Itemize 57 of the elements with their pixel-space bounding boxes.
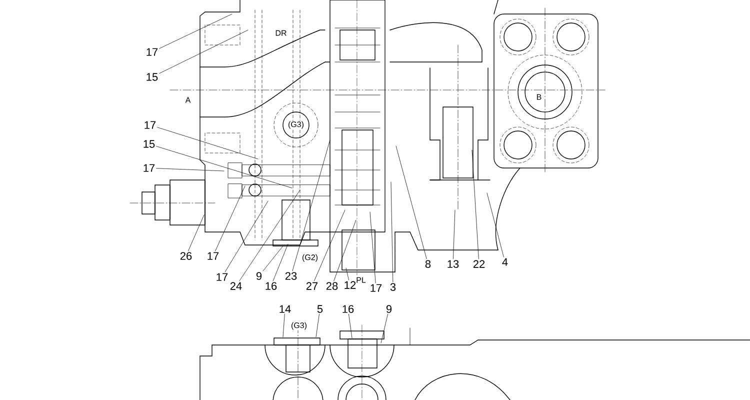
port-label: PL	[356, 276, 366, 284]
callout-number: 9	[386, 305, 392, 313]
callout-number: 4	[502, 258, 508, 266]
callout-number: 3	[390, 283, 396, 291]
callout-number: 24	[230, 282, 242, 290]
callout-number: 17	[146, 48, 158, 56]
leader-line	[314, 210, 346, 282]
callout-number: 17	[370, 284, 382, 292]
port-label: DR	[274, 30, 288, 36]
callout-number: 17	[208, 252, 219, 260]
leader-line	[346, 268, 350, 280]
port-label: (G3)	[288, 120, 304, 130]
callout-number: 5	[317, 305, 323, 313]
callout-number: 15	[144, 140, 155, 148]
leader-line	[380, 314, 388, 344]
leader-line	[370, 212, 376, 284]
leader-line	[472, 150, 479, 260]
leader-line	[215, 186, 246, 252]
leader-line	[157, 127, 258, 160]
callout-number: 26	[180, 252, 192, 260]
leader-line	[262, 246, 284, 272]
leader-line	[224, 200, 268, 272]
callout-number: 28	[326, 282, 338, 290]
callout-number: 17	[144, 164, 155, 172]
callout-number: 16	[342, 305, 354, 313]
callout-number: 22	[473, 260, 485, 268]
leader-line	[159, 30, 248, 74]
callout-number: 16	[266, 282, 277, 290]
port-label: A	[184, 96, 192, 104]
leader-line	[348, 314, 352, 338]
port-label: (G3)	[290, 322, 308, 330]
leader-line	[486, 192, 504, 258]
leader-line	[316, 314, 320, 338]
leader-line	[156, 146, 292, 188]
port-label: B	[536, 94, 542, 100]
leader-line	[159, 14, 232, 49]
callout-number: 14	[280, 305, 291, 313]
callout-number: 17	[216, 273, 228, 281]
leader-line	[292, 140, 330, 272]
leader-line	[156, 168, 224, 172]
callout-number: 23	[285, 272, 297, 280]
callout-number: 15	[146, 73, 158, 81]
leader-line	[334, 220, 356, 282]
callout-number: 13	[448, 260, 459, 268]
leader-line	[390, 182, 394, 282]
leader-line	[272, 244, 288, 282]
leader-line	[239, 190, 300, 282]
callout-number: 27	[306, 282, 318, 290]
leader-line	[282, 314, 285, 338]
callout-number: 12	[344, 281, 356, 289]
callout-number: 9	[256, 272, 262, 280]
port-label: (G2)	[302, 254, 318, 262]
leader-line	[188, 214, 204, 252]
leader-line	[453, 210, 456, 260]
callout-number: 8	[425, 260, 431, 268]
callout-number: 17	[144, 121, 156, 129]
leader-line	[396, 146, 427, 260]
